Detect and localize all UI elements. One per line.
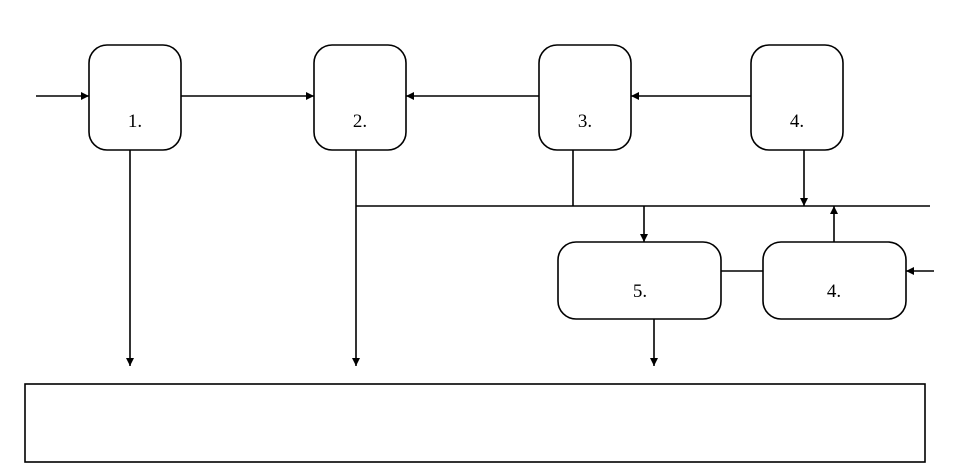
- box-3: 3.: [538, 44, 632, 151]
- box-4-bottom-label: 4.: [827, 281, 841, 302]
- box-1-label: 1.: [128, 111, 142, 132]
- box-5: 5.: [557, 241, 722, 320]
- box-1: 1.: [88, 44, 182, 151]
- box-5-label: 5.: [633, 281, 647, 302]
- box-4-top-label: 4.: [790, 111, 804, 132]
- bottom-bar: [24, 383, 926, 463]
- box-4-bottom: 4.: [762, 241, 907, 320]
- box-2: 2.: [313, 44, 407, 151]
- box-2-label: 2.: [353, 111, 367, 132]
- box-4-top: 4.: [750, 44, 844, 151]
- box-3-label: 3.: [578, 111, 592, 132]
